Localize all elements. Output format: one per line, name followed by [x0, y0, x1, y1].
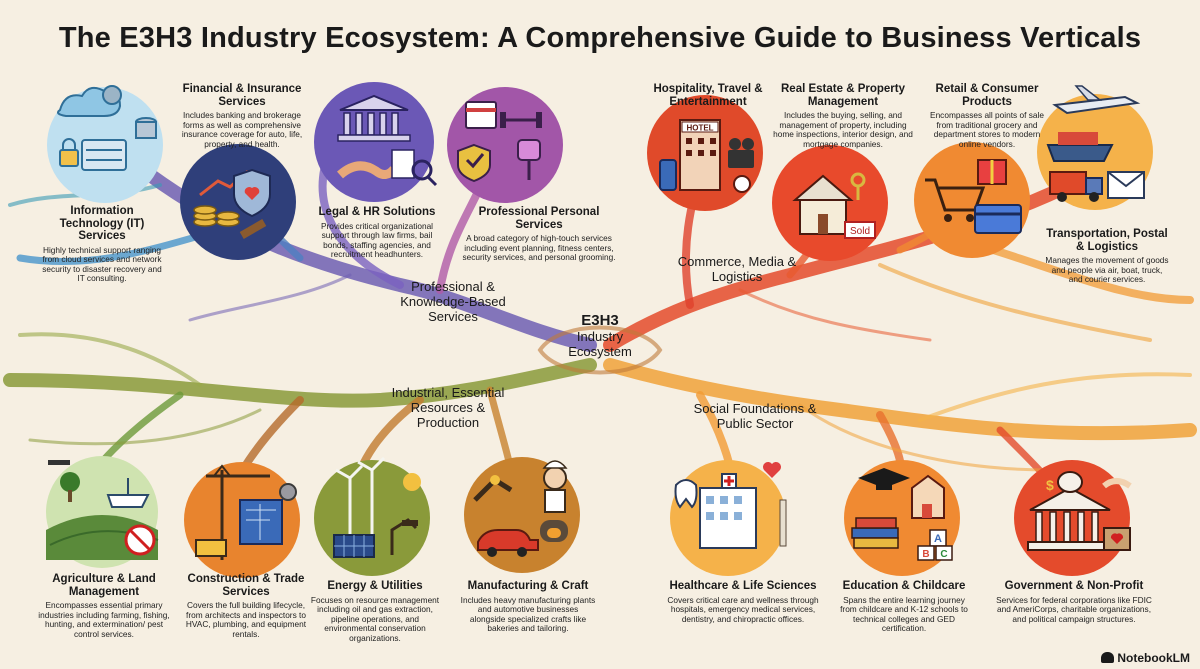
healthcare-illustration — [670, 460, 787, 576]
node-manufacturing-title: Manufacturing & Craft — [467, 580, 589, 592]
block-b-text: B — [922, 549, 929, 560]
node-healthcare-title: Healthcare & Life Sciences — [669, 580, 817, 592]
node-manufacturing-desc: Includes heavy manufacturing plants and … — [460, 594, 596, 634]
notebooklm-badge[interactable]: NotebookLM — [1101, 651, 1190, 665]
node-manufacturing: Manufacturing & Craft Includes heavy man… — [460, 580, 596, 634]
transport-illustration — [1037, 85, 1153, 210]
node-retail: Retail & Consumer Products Encompasses a… — [922, 83, 1052, 149]
node-realestate: Real Estate & Property Management Includ… — [772, 83, 914, 149]
node-healthcare: Healthcare & Life Sciences Covers critic… — [664, 580, 822, 624]
legal-illustration — [314, 82, 438, 202]
node-personal-title: Professional Personal Services — [478, 206, 600, 231]
node-transport: Transportation, Postal & Logistics Manag… — [1044, 228, 1170, 285]
sold-sign-text: Sold — [850, 226, 870, 237]
node-legal-desc: Provides critical organizational support… — [320, 220, 434, 260]
node-energy-title: Energy & Utilities — [327, 580, 423, 592]
center-line3: Ecosystem — [568, 344, 632, 359]
government-illustration: $ — [1014, 460, 1132, 576]
node-agriculture-desc: Encompasses essential primary industries… — [38, 600, 170, 639]
node-construction-desc: Covers the full building lifecycle, from… — [185, 600, 307, 639]
node-realestate-desc: Includes the buying, selling, and manage… — [773, 110, 913, 149]
node-retail-title: Retail & Consumer Products — [935, 83, 1039, 108]
node-agriculture: Agriculture & Land Management Encompasse… — [34, 573, 174, 639]
node-hospitality-title: Hospitality, Travel & Entertainment — [653, 83, 763, 108]
node-transport-title: Transportation, Postal & Logistics — [1046, 228, 1168, 253]
node-it-title: Information Technology (IT) Services — [59, 205, 145, 242]
node-transport-desc: Manages the movement of goods and people… — [1045, 255, 1169, 285]
node-energy: Energy & Utilities Focuses on resource m… — [310, 580, 440, 643]
industrial-branch-lines — [3, 332, 597, 504]
node-retail-desc: Encompasses all points of sale from trad… — [930, 110, 1044, 149]
node-legal-title: Legal & HR Solutions — [318, 206, 436, 218]
branch-industrial: Industrial, Essential Resources & Produc… — [391, 385, 505, 430]
construction-illustration — [184, 462, 300, 578]
node-legal: Legal & HR Solutions Provides critical o… — [312, 206, 442, 260]
block-c-text: C — [940, 549, 947, 560]
node-construction: Construction & Trade Services Covers the… — [180, 573, 312, 639]
node-agriculture-title: Agriculture & Land Management — [52, 573, 156, 598]
badge-label: NotebookLM — [1117, 651, 1190, 665]
node-education: Education & Childcare Spans the entire l… — [838, 580, 970, 634]
agriculture-illustration — [46, 456, 159, 568]
education-illustration: A B C — [844, 460, 960, 576]
node-financial-desc: Includes banking and brokerage forms as … — [181, 110, 303, 149]
branch-professional: Professional & Knowledge-Based Services — [400, 279, 506, 324]
center-line2: Industry — [576, 329, 624, 344]
block-a-text: A — [934, 533, 942, 545]
node-it-desc: Highly technical support ranging from cl… — [42, 244, 162, 284]
personal-illustration — [447, 87, 563, 203]
center-hub: E3H3 Industry Ecosystem — [540, 312, 660, 360]
node-it: Information Technology (IT) Services Hig… — [38, 205, 166, 284]
hospitality-illustration: HOTEL — [647, 95, 763, 211]
node-education-title: Education & Childcare — [842, 580, 966, 592]
it-illustration — [47, 85, 163, 203]
dollar-icon: $ — [1046, 477, 1054, 493]
branch-social: Social Foundations & Public Sector — [693, 401, 817, 431]
center-line1: E3H3 — [581, 312, 619, 329]
node-personal: Professional Personal Services A broad c… — [460, 206, 618, 263]
page-title: The E3H3 Industry Ecosystem: A Comprehen… — [58, 22, 1142, 54]
hotel-sign-text: HOTEL — [686, 124, 713, 133]
branch-commerce: Commerce, Media & Logistics — [677, 254, 797, 284]
node-construction-title: Construction & Trade Services — [187, 573, 305, 598]
node-personal-desc: A broad category of high-touch services … — [462, 233, 616, 263]
notebooklm-icon — [1101, 652, 1115, 663]
node-hospitality: Hospitality, Travel & Entertainment — [652, 83, 764, 108]
node-energy-desc: Focuses on resource management including… — [310, 594, 440, 643]
node-realestate-title: Real Estate & Property Management — [781, 83, 905, 108]
node-government-desc: Services for federal corporations like F… — [996, 594, 1152, 624]
trunk-hub — [537, 325, 663, 375]
node-healthcare-desc: Covers critical care and wellness throug… — [667, 594, 819, 624]
node-education-desc: Spans the entire learning journey from c… — [840, 594, 968, 634]
retail-illustration — [914, 142, 1030, 258]
energy-illustration — [314, 456, 430, 576]
node-government: Government & Non-Profit Services for fed… — [996, 580, 1152, 624]
realestate-illustration: Sold — [772, 145, 888, 261]
node-government-title: Government & Non-Profit — [1004, 580, 1144, 592]
node-financial-title: Financial & Insurance Services — [182, 83, 302, 108]
node-financial: Financial & Insurance Services Includes … — [176, 83, 308, 149]
manufacturing-illustration — [464, 457, 580, 573]
financial-illustration — [180, 144, 296, 260]
